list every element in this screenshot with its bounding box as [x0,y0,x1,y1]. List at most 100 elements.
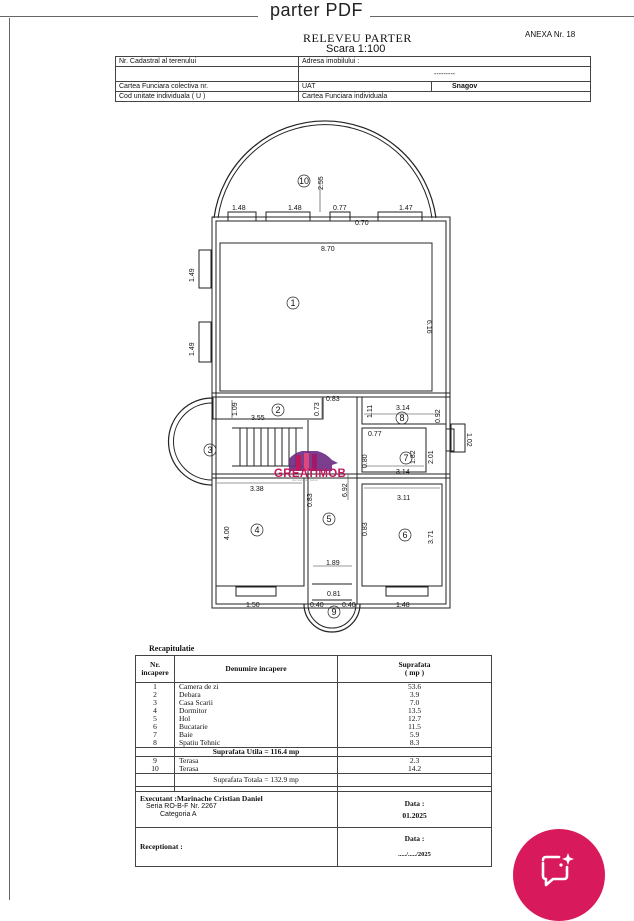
dim-0-83: 0.83 [326,396,340,403]
receptionat-row: Receptionat : Data : ...../...../2025 [135,827,492,867]
terrace-9-arc [303,603,361,633]
executant-categoria: Categoria A [160,811,197,818]
data-value-2: ...../...../2025 [398,851,431,858]
room-number-7: 7 [403,453,408,463]
room-6-outline [361,483,443,587]
window [377,211,423,222]
room-number-4: 4 [254,525,259,535]
logo-text: GREATIMOB [274,468,347,480]
col-area-header: Suprafata( mp ) [337,655,492,683]
dim-1-02: 1.02 [465,433,472,447]
window [385,586,429,597]
anexa-label: ANEXA Nr. 18 [525,30,576,39]
dim-1-82: 1.82 [410,450,417,464]
document-sheet [9,18,626,900]
terrace-10-arc-inner [217,124,433,219]
room-number-3: 3 [207,445,212,455]
dim-1-47: 1.47 [399,205,413,212]
room-number-8: 8 [399,413,404,423]
dim-0-83: 0.83 [307,493,314,507]
col-name-header: Denumire incapere [174,655,338,683]
executant-name: Executant :Marinache Cristian Daniel [140,794,263,803]
dim-0-70: 0.70 [355,220,369,227]
dim-4-00: 4.00 [224,526,231,540]
title-rule-left [0,16,258,17]
recap-title: Recapitulatie [149,644,195,653]
room-4-outline [215,477,305,587]
chat-fab-button[interactable] [513,829,605,921]
room-number-5: 5 [326,514,331,524]
dim-0-77: 0.77 [333,205,347,212]
dim-1-50: 1.50 [246,602,260,609]
dim-3-55: 3.55 [251,415,265,422]
dim-2-01: 2.01 [428,450,435,464]
title-rule-right [370,16,634,17]
chat-sparkle-icon [541,853,574,887]
dim-8-70: 8.70 [321,246,335,253]
room-number-10: 10 [299,176,309,186]
room-2-outline [212,396,324,420]
room-1-outline [219,242,433,392]
room-number-6: 6 [402,530,407,540]
dim-3-11: 3.11 [397,495,410,502]
room-number-2: 2 [275,405,280,415]
dim-2-55: 2.55 [318,176,325,190]
dim-6-16: 6.16 [425,320,432,334]
dim-1-89: 1.89 [326,560,340,567]
dim-1-48: 1.48 [396,602,410,609]
dim-1-09: 1.09 [232,402,239,416]
dim-0-81: 0.81 [327,591,341,598]
greatimob-watermark-logo: GREATIMOB your real estate partner [266,451,356,482]
dim-3-71: 3.71 [428,530,435,544]
dim-1-11: 1.11 [367,405,374,418]
plan-scale: Scara 1:100 [326,43,386,55]
dim-3-14: 3.14 [396,469,410,476]
logo-building-icon [289,451,338,471]
executant-seria: Seria RO-B-F Nr. 2267 [146,803,217,810]
window [235,586,277,597]
dim-1-49: 1.49 [189,268,196,282]
dim-0-92: 0.92 [435,409,442,423]
outer-wall-inner [215,220,447,605]
executant-row: Executant :Marinache Cristian Daniel Ser… [135,791,492,828]
window [450,423,466,453]
window [198,321,212,363]
window [198,249,212,289]
dim-3-38: 3.38 [250,486,264,493]
dim-0-40: 0.40 [342,602,356,609]
dim-1-48: 1.48 [288,205,302,212]
window [227,211,257,222]
utila-row: Suprafata Utila = 116.4 mp [135,747,492,757]
data-label: Data : [404,798,425,808]
dim-0-77: 0.77 [368,431,382,438]
room-number-9: 9 [331,607,336,617]
pdf-title: parter PDF [270,0,364,20]
dim-0-40: 0.40 [310,602,324,609]
dim-6-92: 6.92 [342,483,349,497]
window [445,428,455,452]
dim-1-49: 1.49 [189,342,196,356]
totala-row: Suprafata Totala = 132.9 mp [135,773,492,787]
col-nr-header: Nr.incapere [135,655,175,683]
data-label-2: Data : [404,834,425,843]
dim-3-14: 3.14 [396,405,410,412]
stair-bay-arc [167,397,213,486]
dim-0-73: 0.73 [314,402,321,416]
floor-plan: 2.55 1.48 1.48 0.77 1.47 0.70 8.70 1.49 … [167,120,472,633]
data-value: 01.2025 [402,810,427,820]
room-7-outline [361,427,427,473]
cartea-individuala-label: Cartea Funciara individuala [298,91,591,102]
terrace-10-arc [213,120,437,219]
logo-tagline: your real estate partner [292,479,318,482]
recap-table: Nr.incapere Denumire incapere Suprafata(… [135,655,492,867]
window [329,211,351,222]
plan-title: RELEVEU PARTER [303,31,412,45]
